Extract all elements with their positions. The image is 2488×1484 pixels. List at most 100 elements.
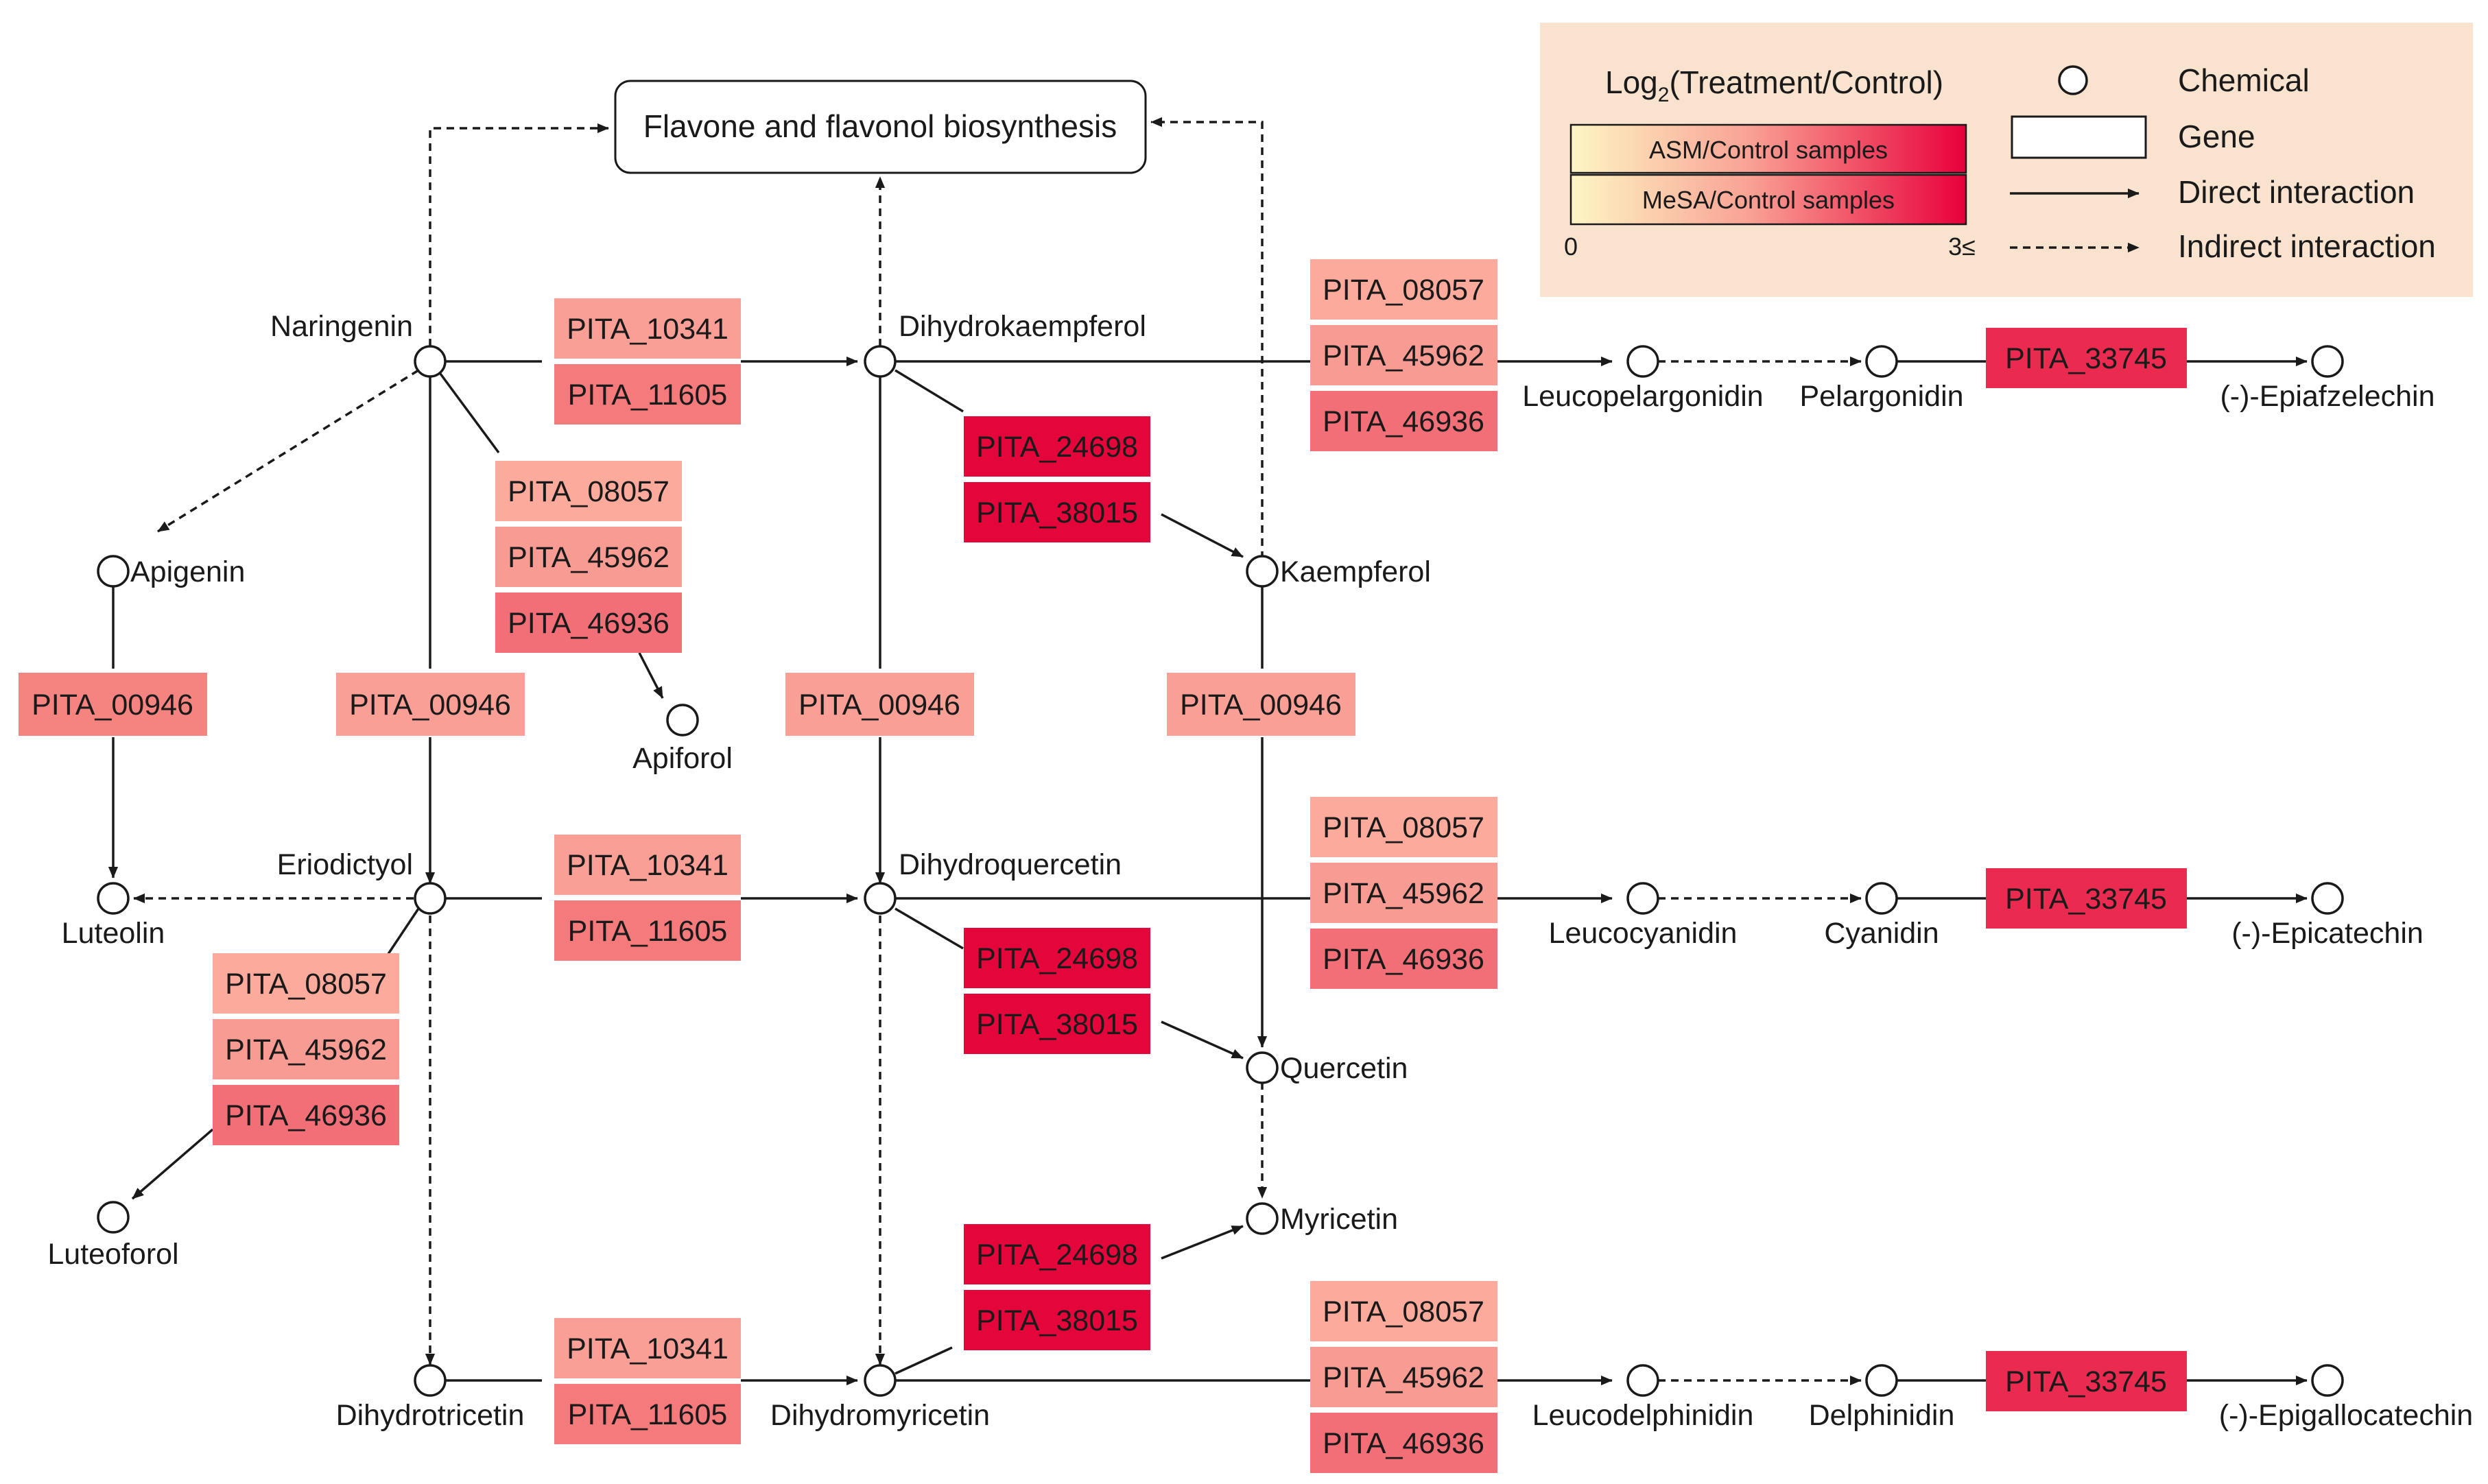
chemical-label-leucocyanidin: Leucocyanidin: [1549, 917, 1738, 950]
gene-box[interactable]: [964, 994, 1150, 1054]
gene-label: PITA_11605: [568, 379, 728, 411]
chemical-label-luteolin: Luteolin: [62, 917, 165, 950]
gene-box[interactable]: [1310, 259, 1497, 320]
gene-label: PITA_00946: [32, 689, 193, 721]
chemical-node-dihydrokaempferol[interactable]: [864, 345, 897, 378]
legend-direct-label: Direct interaction: [2178, 174, 2415, 210]
chemical-node-apigenin[interactable]: [97, 555, 130, 588]
chemical-label-epigallocatechin: (-)-Epigallocatechin: [2219, 1399, 2473, 1432]
gene-box[interactable]: [495, 461, 682, 521]
chemical-label-cyanidin: Cyanidin: [1824, 917, 1939, 950]
chemical-label-quercetin: Quercetin: [1280, 1052, 1408, 1085]
gene-box[interactable]: [554, 835, 741, 895]
gene-box[interactable]: [336, 673, 525, 736]
edge-eriodictyol-g18: [383, 908, 420, 961]
gene-label: PITA_45962: [508, 541, 670, 574]
chemical-node-eriodictyol[interactable]: [414, 882, 447, 915]
gene-box[interactable]: [964, 928, 1150, 988]
gene-box[interactable]: [554, 298, 741, 359]
gene-box[interactable]: [964, 1290, 1150, 1350]
chemical-node-epiafzelechin[interactable]: [2311, 345, 2344, 378]
gene-label: PITA_46936: [225, 1099, 387, 1132]
legend-chemical-icon: [2058, 65, 2088, 95]
gene-box[interactable]: [213, 1085, 399, 1145]
chemical-node-pelargonidin[interactable]: [1865, 345, 1898, 378]
gene-box[interactable]: [1310, 863, 1497, 923]
gene-box[interactable]: [964, 482, 1150, 542]
chemical-node-luteolin[interactable]: [97, 882, 130, 915]
edge-dihydrokaempferol-g06: [895, 369, 964, 413]
chemical-label-dihydrokaempferol: Dihydrokaempferol: [899, 310, 1146, 343]
chemical-node-quercetin[interactable]: [1246, 1051, 1279, 1084]
chemical-node-dihydromyricetin[interactable]: [864, 1364, 897, 1397]
gene-label: PITA_10341: [567, 849, 728, 882]
gene-box[interactable]: [785, 673, 974, 736]
chemical-node-kaempferol[interactable]: [1246, 555, 1279, 588]
gene-box[interactable]: [495, 527, 682, 587]
chemical-label-dihydromyricetin: Dihydromyricetin: [770, 1399, 990, 1432]
gene-box[interactable]: [1310, 325, 1497, 385]
chemical-node-dihydrotricetin[interactable]: [414, 1364, 447, 1397]
gene-box[interactable]: [964, 416, 1150, 477]
gene-box[interactable]: [554, 364, 741, 424]
gene-label: PITA_45962: [1323, 339, 1484, 372]
gene-label: PITA_10341: [567, 1332, 728, 1365]
gene-label: PITA_46936: [1323, 405, 1484, 438]
pathway-box[interactable]: [614, 80, 1147, 174]
gene-box[interactable]: [554, 1318, 741, 1378]
gene-label: PITA_11605: [568, 1398, 728, 1431]
legend-bar-mesa-label: MeSA/Control samples: [1642, 186, 1895, 214]
gene-box[interactable]: [964, 1224, 1150, 1284]
chemical-node-luteoforol[interactable]: [97, 1201, 130, 1234]
gene-box[interactable]: [1986, 1351, 2187, 1411]
gene-box[interactable]: [554, 1384, 741, 1444]
gene-box[interactable]: [19, 673, 207, 736]
gene-box[interactable]: [1167, 673, 1355, 736]
chemical-node-apiforol[interactable]: [666, 704, 699, 737]
edge-naringenin-flavone: [429, 123, 609, 346]
chemical-node-leucodelphinidin[interactable]: [1626, 1364, 1659, 1397]
edge-naringenin-apigenin: [157, 369, 419, 533]
gene-box[interactable]: [1310, 1413, 1497, 1473]
chemical-node-epigallocatechin[interactable]: [2311, 1364, 2344, 1397]
edge-g07-kaempferol: [1161, 513, 1244, 558]
legend-bar-asm: [1569, 123, 1967, 174]
chemical-node-dihydroquercetin[interactable]: [864, 882, 897, 915]
gene-box[interactable]: [1986, 868, 2187, 929]
gene-box[interactable]: [213, 1019, 399, 1079]
chemical-label-apiforol: Apiforol: [632, 742, 733, 775]
legend-scale-min: 0: [1564, 232, 1578, 261]
gene-label: PITA_10341: [567, 313, 728, 346]
gene-box[interactable]: [1986, 328, 2187, 388]
gene-label: PITA_46936: [508, 607, 670, 640]
gene-label: PITA_46936: [1323, 943, 1484, 976]
gene-box[interactable]: [1310, 1347, 1497, 1407]
edge-g20-luteoforol: [131, 1128, 214, 1200]
legend-indirect-label: Indirect interaction: [2178, 228, 2436, 264]
chemical-label-kaempferol: Kaempferol: [1280, 555, 1431, 588]
chemical-node-delphinidin[interactable]: [1865, 1364, 1898, 1397]
gene-box[interactable]: [1310, 797, 1497, 857]
gene-box[interactable]: [213, 953, 399, 1014]
gene-label: PITA_00946: [798, 689, 960, 721]
edge-g27-myricetin: [1161, 1225, 1244, 1260]
gene-box[interactable]: [1310, 1281, 1497, 1341]
chemical-node-naringenin[interactable]: [414, 345, 447, 378]
gene-box[interactable]: [495, 593, 682, 653]
edge-naringenin-g03: [439, 372, 500, 454]
gene-box[interactable]: [554, 900, 741, 961]
gene-label: PITA_38015: [976, 496, 1138, 529]
chemical-node-cyanidin[interactable]: [1865, 882, 1898, 915]
gene-box[interactable]: [1310, 929, 1497, 989]
chemical-node-leucocyanidin[interactable]: [1626, 882, 1659, 915]
chemical-node-leucopelargonidin[interactable]: [1626, 345, 1659, 378]
legend-scale-max: 3≤: [1948, 232, 1976, 261]
chemical-label-pelargonidin: Pelargonidin: [1799, 380, 1963, 413]
gene-label: PITA_33745: [2005, 1365, 2167, 1398]
gene-label: PITA_11605: [568, 915, 728, 948]
edges: [108, 117, 2308, 1386]
chemical-node-myricetin[interactable]: [1246, 1202, 1279, 1235]
chemical-node-epicatechin[interactable]: [2311, 882, 2344, 915]
gene-box[interactable]: [1310, 391, 1497, 451]
gene-label: PITA_08057: [1323, 1295, 1484, 1328]
